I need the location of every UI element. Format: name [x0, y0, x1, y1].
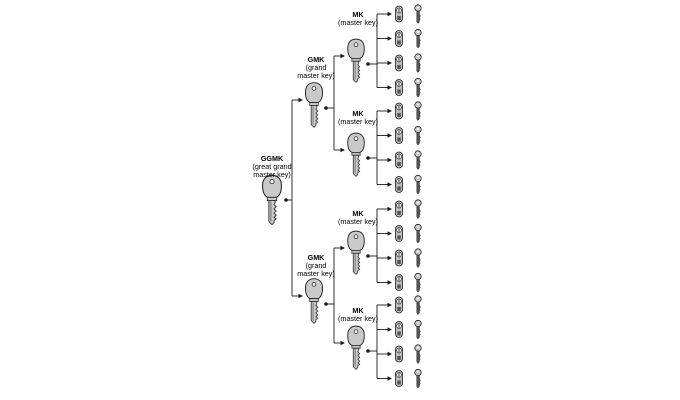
mk-key-icon — [347, 230, 365, 275]
lock-arrowhead — [387, 231, 392, 236]
ggmk-desc: (great grand master key) — [252, 162, 292, 180]
ggmk-key-icon — [262, 174, 282, 226]
lock-arrowhead — [387, 157, 392, 163]
lock-cylinder-icon — [394, 176, 403, 193]
lock-arrowhead — [387, 351, 392, 357]
lock-cylinder-icon — [394, 79, 403, 96]
lock-cylinder-icon — [394, 274, 403, 291]
change-key-icon — [414, 223, 422, 244]
lock-arrowhead — [387, 11, 392, 17]
mk-arrowhead — [340, 245, 345, 251]
gmk-key-icon — [304, 278, 324, 324]
lock-arrowhead — [387, 327, 392, 332]
lock-cylinders-group — [394, 4, 422, 389]
lock-arrowhead — [387, 206, 392, 212]
change-key-icon — [414, 248, 422, 268]
lock-cylinder-icon — [394, 127, 403, 144]
gmk-desc-1: (grand master key) — [297, 63, 335, 81]
gmk-arrowhead — [298, 293, 303, 299]
lock-arrowhead — [387, 182, 392, 187]
mk-label-3: MK (master key) — [338, 209, 378, 227]
mk-arrowhead — [340, 147, 345, 153]
gmk-abbr-2: GMK — [307, 253, 325, 262]
lock-cylinder-icon — [394, 321, 403, 338]
change-key-icon — [414, 28, 422, 49]
gmk-label-2: GMK (grand master key) — [297, 253, 335, 279]
gmk-desc-2: (grand master key) — [297, 261, 335, 279]
lock-cylinder-icon — [394, 345, 403, 363]
lock-arrowhead — [387, 255, 392, 261]
ggmk-label: GGMK (great grand master key) — [252, 154, 292, 180]
change-key-icon — [414, 272, 422, 293]
gmk-abbr-1: GMK — [307, 55, 325, 64]
mk-desc-3: (master key) — [338, 217, 378, 227]
ggmk-abbr: GGMK — [260, 154, 284, 163]
lock-arrowhead — [387, 302, 392, 308]
lock-cylinder-icon — [394, 30, 403, 47]
lock-arrowhead — [387, 36, 392, 41]
mk-label-2: MK (master key) — [338, 109, 378, 127]
lock-arrowhead — [387, 108, 392, 114]
change-key-icon — [414, 295, 422, 315]
lock-cylinder-icon — [394, 54, 403, 72]
mk-label-1: MK (master key) — [338, 10, 378, 28]
gmk-arrowhead — [298, 97, 303, 103]
mk-arrowhead — [340, 53, 345, 59]
mk-desc-2: (master key) — [338, 117, 378, 127]
lock-cylinder-icon — [394, 370, 403, 387]
gmk-key-icon — [304, 82, 324, 128]
mk-key-icon — [347, 132, 365, 177]
change-key-icon — [414, 368, 422, 389]
change-key-icon — [414, 4, 422, 24]
lock-cylinder-icon — [394, 151, 403, 169]
lock-cylinder-icon — [394, 296, 403, 314]
change-key-icon — [414, 53, 422, 73]
change-key-icon — [414, 150, 422, 170]
keys-group — [262, 38, 365, 370]
lock-arrowhead — [387, 376, 392, 381]
change-key-icon — [414, 174, 422, 195]
mk-abbr-2: MK — [352, 109, 364, 118]
lock-cylinder-icon — [394, 225, 403, 242]
mk-abbr-3: MK — [352, 209, 364, 218]
change-key-icon — [414, 125, 422, 146]
lock-cylinder-icon — [394, 200, 403, 218]
mk-label-4: MK (master key) — [338, 306, 378, 324]
mk-arrowhead — [340, 340, 345, 346]
lock-cylinder-icon — [394, 102, 403, 120]
mk-desc-1: (master key) — [338, 18, 378, 28]
lock-cylinder-icon — [394, 5, 403, 23]
lock-cylinder-icon — [394, 249, 403, 267]
mk-key-icon — [347, 325, 365, 370]
lock-arrowhead — [387, 85, 392, 90]
change-key-icon — [414, 319, 422, 340]
connector-lines — [284, 11, 392, 381]
lock-arrowhead — [387, 60, 392, 66]
change-key-icon — [414, 199, 422, 219]
lock-arrowhead — [387, 280, 392, 285]
mk-abbr-1: MK — [352, 10, 364, 19]
change-key-icon — [414, 77, 422, 98]
change-key-icon — [414, 101, 422, 121]
change-key-icon — [414, 344, 422, 364]
mk-key-icon — [347, 38, 365, 83]
lock-arrowhead — [387, 133, 392, 138]
mk-abbr-4: MK — [352, 306, 364, 315]
mk-desc-4: (master key) — [338, 314, 378, 324]
gmk-label-1: GMK (grand master key) — [297, 55, 335, 81]
